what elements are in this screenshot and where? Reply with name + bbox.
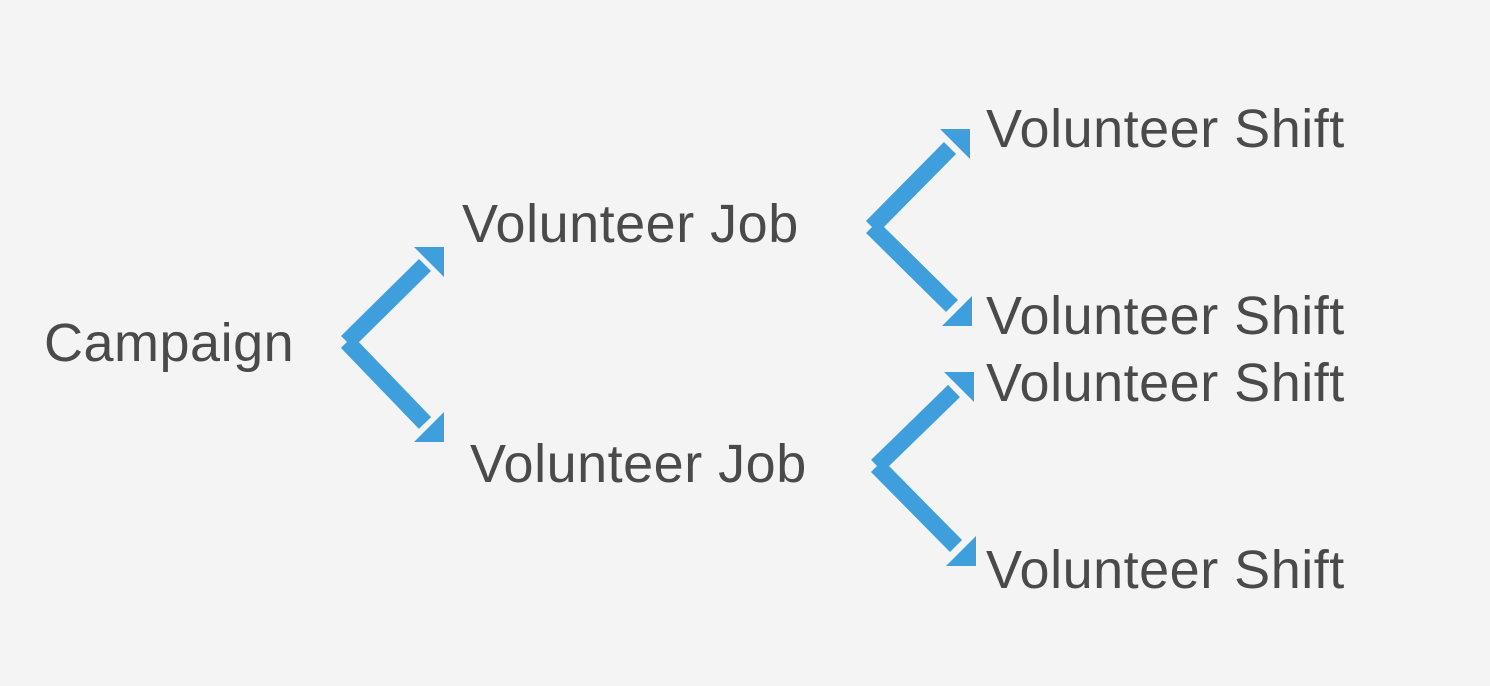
arrow-head xyxy=(942,296,972,326)
arrow-head xyxy=(414,412,444,442)
campaign-label: Campaign xyxy=(44,313,295,373)
job-1-to-shift-1-arrow xyxy=(865,142,957,233)
volunteer-shift-label-4: Volunteer Shift xyxy=(986,540,1345,600)
volunteer-shift-label-2: Volunteer Shift xyxy=(986,286,1345,346)
job-2-to-shift-4-arrow xyxy=(870,460,963,552)
campaign-to-job-2-arrow xyxy=(340,336,432,429)
volunteer-job-label-1: Volunteer Job xyxy=(462,194,799,254)
volunteer-job-label-2: Volunteer Job xyxy=(470,434,807,494)
arrow-head xyxy=(944,372,974,402)
arrow-head xyxy=(940,129,970,159)
job-2-to-shift-3-arrow xyxy=(871,384,960,473)
volunteer-shift-label-1: Volunteer Shift xyxy=(986,99,1345,159)
job-2-to-shifts-connector xyxy=(870,372,976,566)
campaign-to-jobs-connector xyxy=(340,247,444,442)
job-1-to-shifts-connector xyxy=(865,129,972,326)
campaign-to-job-1-arrow xyxy=(341,258,431,349)
volunteer-shift-label-3: Volunteer Shift xyxy=(986,353,1345,413)
arrow-head xyxy=(414,247,444,277)
arrow-head xyxy=(946,536,976,566)
job-1-to-shift-2-arrow xyxy=(866,220,958,313)
